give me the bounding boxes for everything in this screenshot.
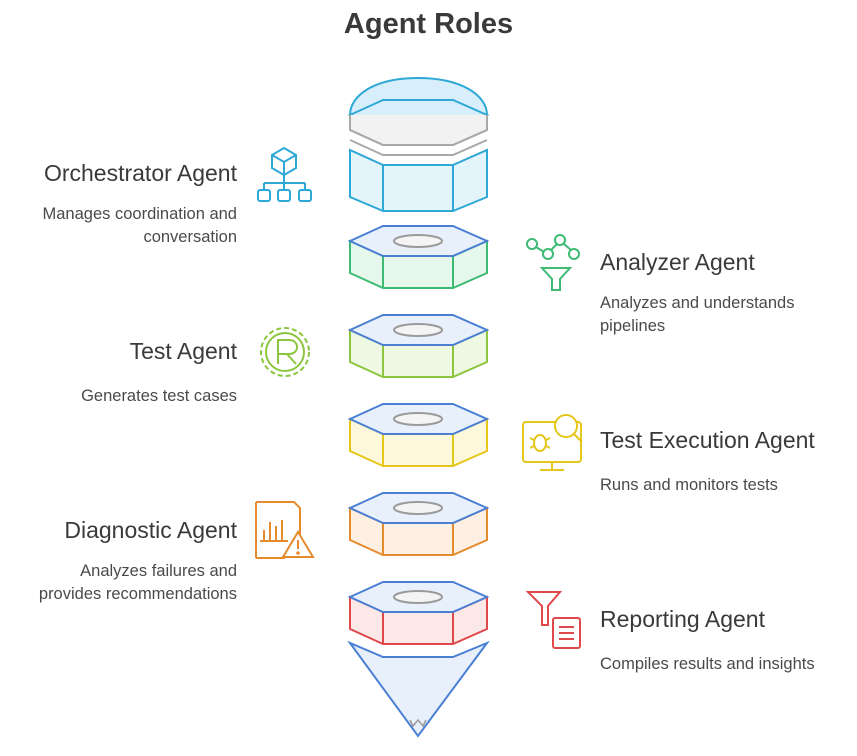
test-agent-label: Test Agent: [129, 338, 237, 364]
page-title: Agent Roles: [343, 8, 514, 40]
document-chart-warning-icon: [255, 501, 315, 559]
diagnostic-agent-label: Diagnostic Agent: [64, 517, 237, 543]
analyzer-segment: [347, 225, 490, 289]
test-execution-segment: [347, 403, 490, 467]
cone-tip: [347, 640, 490, 738]
nodes-funnel-icon: [526, 234, 580, 291]
reporting-agent-label: Reporting Agent: [600, 606, 765, 632]
reporting-agent-desc: Compiles results and insights: [600, 655, 815, 673]
gear-r-icon: [260, 327, 310, 377]
monitor-bug-search-icon: [522, 414, 583, 471]
test-agent-desc: Generates test cases: [81, 387, 237, 405]
reporting-segment: [347, 581, 490, 645]
diagnostic-segment: [347, 492, 490, 556]
orchestrator-agent-label: Orchestrator Agent: [43, 160, 237, 186]
test-execution-agent-label: Test Execution Agent: [600, 427, 815, 453]
cube-hierarchy-icon: [257, 146, 312, 202]
top-cap-segment: [347, 76, 490, 212]
test-execution-agent-desc: Runs and monitors tests: [600, 476, 778, 494]
test-segment: [347, 314, 490, 378]
funnel-document-icon: [525, 591, 581, 649]
analyzer-agent-label: Analyzer Agent: [600, 249, 755, 275]
